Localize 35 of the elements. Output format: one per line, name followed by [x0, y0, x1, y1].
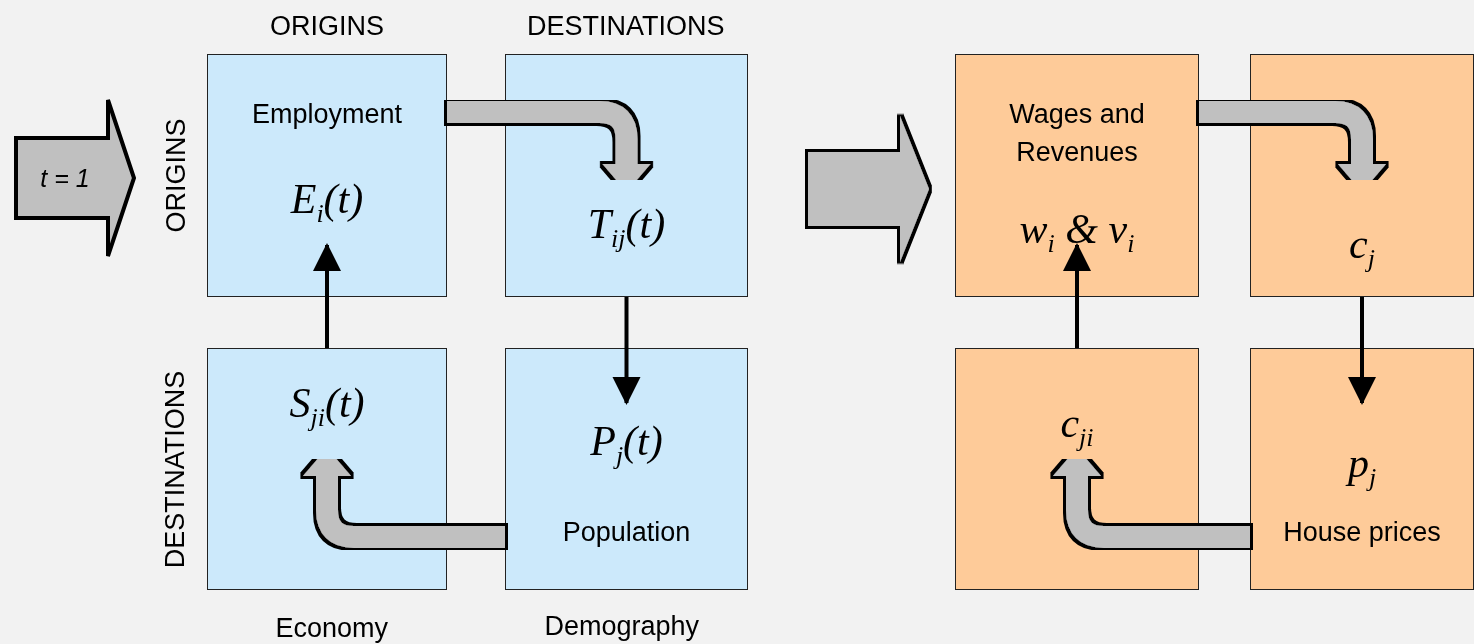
formula: c$_{ji}$ [1060, 399, 1094, 455]
formula: S$_{ji}$(t) [289, 379, 365, 435]
formula: T$_{ij}$(t) [587, 200, 666, 256]
process-box [207, 54, 447, 297]
axis-label: DESTINATIONS [527, 10, 725, 42]
axis-label: ORIGINS [160, 118, 192, 232]
block-arrow [303, 448, 505, 548]
node-label: t = 1 [40, 163, 90, 194]
block-arrow [447, 101, 651, 192]
process-box [1250, 54, 1474, 297]
formula: P$_{j}$(t) [590, 417, 663, 473]
block-arrow [1053, 448, 1250, 548]
arrow [612, 297, 641, 405]
axis-label: ORIGINS [270, 10, 384, 42]
formula: c$_{j}$ [1349, 220, 1375, 276]
arrow [1063, 243, 1091, 348]
arrow [313, 243, 341, 348]
process-box [505, 54, 748, 297]
formula: E$_{i}$(t) [290, 175, 364, 231]
process-box [955, 54, 1199, 297]
process-box [207, 348, 447, 590]
node-label: Employment [251, 98, 403, 131]
axis-label: Economy [275, 612, 389, 644]
process-box [505, 348, 748, 590]
arrow [1348, 297, 1376, 405]
process-box [1250, 348, 1474, 590]
node-label: Population [562, 516, 691, 549]
axis-label: Demography [544, 610, 700, 642]
node-label: House prices [1283, 516, 1441, 549]
formula: p$_{j}$ [1347, 439, 1377, 495]
block-arrow [1199, 101, 1386, 192]
formula: w$_{i}$ & v$_{i}$ [1019, 205, 1135, 261]
process-box [955, 348, 1199, 590]
axis-label: DESTINATIONS [160, 370, 192, 568]
node-label: Wages and Revenues [1008, 98, 1146, 169]
